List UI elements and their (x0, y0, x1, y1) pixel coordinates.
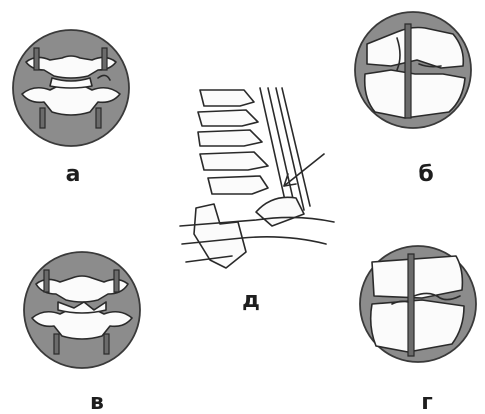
label-a: а (58, 164, 88, 186)
label-b: б (411, 164, 441, 186)
label-v: в (82, 392, 112, 414)
label-d: д (236, 290, 266, 312)
panel-b-lateral-vertebrae (345, 8, 481, 134)
label-g: г (412, 392, 442, 414)
panel-g-lateral-damaged (352, 240, 482, 370)
panel-v-damaged-vertebrae (14, 248, 150, 378)
panel-d-cervical-spine (176, 84, 344, 284)
panel-a-normal-vertebrae (6, 24, 136, 154)
